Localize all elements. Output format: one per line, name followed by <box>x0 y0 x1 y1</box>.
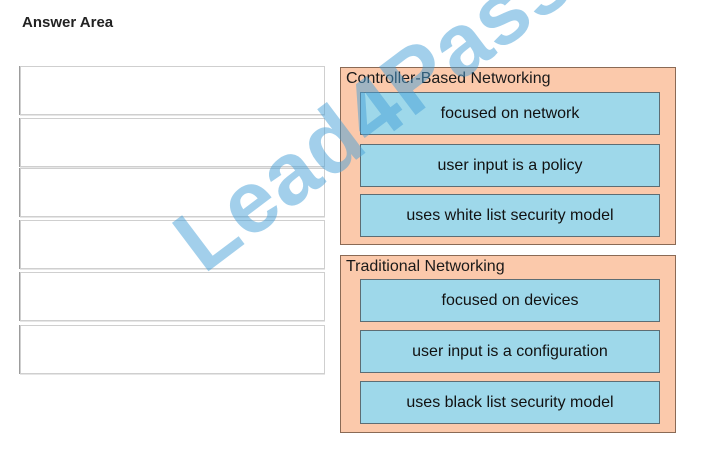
panel-title: Controller-Based Networking <box>346 70 551 87</box>
source-slot-5[interactable] <box>20 272 325 321</box>
source-slot-4[interactable] <box>20 220 325 269</box>
source-slot-1[interactable] <box>20 66 325 115</box>
source-slot-6[interactable] <box>20 325 325 374</box>
controller-based-panel: Controller-Based Networking focused on n… <box>340 67 676 245</box>
answer-item[interactable]: uses white list security model <box>360 194 660 237</box>
answer-item[interactable]: user input is a policy <box>360 144 660 187</box>
source-slot-3[interactable] <box>20 168 325 217</box>
answer-area-title: Answer Area <box>22 14 114 31</box>
source-slot-2[interactable] <box>20 118 325 167</box>
answer-item[interactable]: focused on devices <box>360 279 660 322</box>
panel-title: Traditional Networking <box>346 258 505 275</box>
answer-item[interactable]: uses black list security model <box>360 381 660 424</box>
traditional-panel: Traditional Networking focused on device… <box>340 255 676 433</box>
answer-item[interactable]: user input is a configuration <box>360 330 660 373</box>
answer-item[interactable]: focused on network <box>360 92 660 135</box>
